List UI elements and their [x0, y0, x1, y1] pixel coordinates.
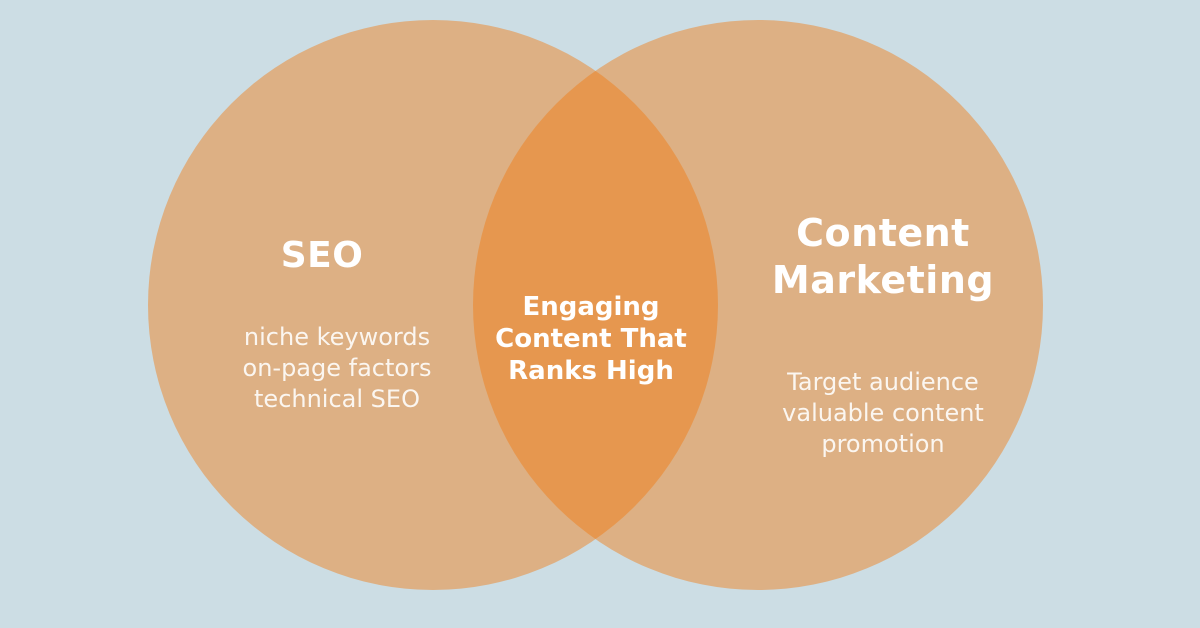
left-circle-item: technical SEO [254, 385, 420, 413]
right-circle-item: valuable content [782, 399, 984, 427]
left-circle-title: SEO [280, 235, 364, 276]
left-circle-item: niche keywords [243, 323, 431, 351]
left-circle-item: on-page factors [242, 354, 432, 382]
right-circle-item: promotion [821, 430, 945, 458]
right-circle-item: Target audience [787, 368, 979, 396]
left-circle-shape [148, 20, 718, 590]
right-circle-shape [473, 20, 1043, 590]
right-circle-title: Content Marketing [771, 211, 995, 302]
overlap-label: Engaging Content That Ranks High [495, 292, 687, 386]
left-circle-items: niche keywords on-page factors technical… [177, 322, 497, 415]
right-circle-items: Target audience valuable content promoti… [723, 367, 1043, 460]
